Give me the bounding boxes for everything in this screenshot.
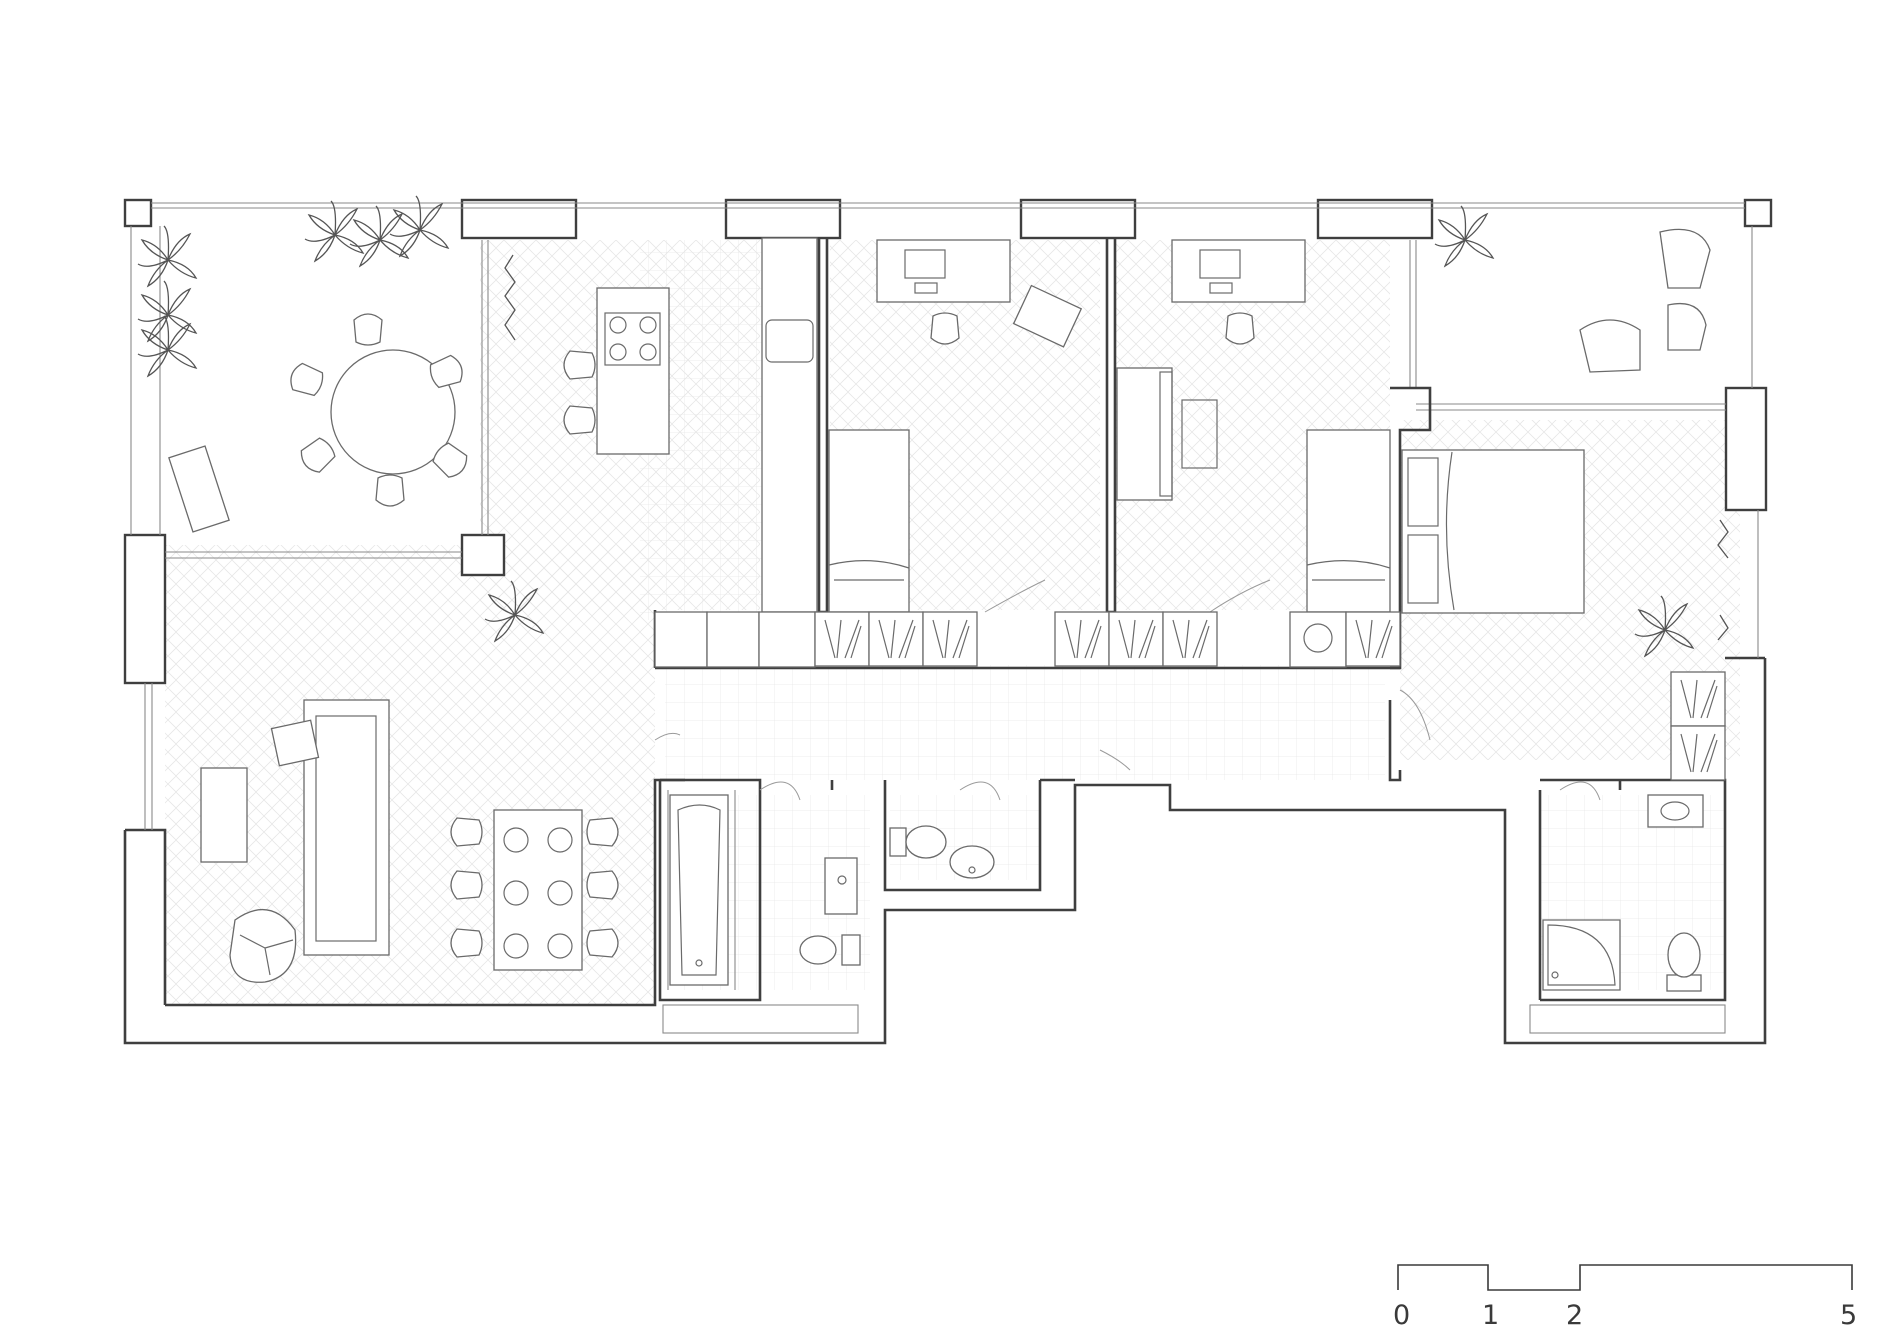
bedroom-2-furniture: [1054, 239, 1401, 668]
doors: [654, 579, 1601, 801]
kitchen-island: [504, 254, 670, 455]
exterior-walls: [123, 198, 1773, 1045]
balcony-dining-set: [168, 313, 472, 533]
scale-label-5: 5: [1840, 1300, 1857, 1331]
scale-bar: 0 1 2 5: [1393, 1264, 1857, 1331]
bathroom-fixtures: [669, 794, 861, 986]
scale-label-1: 1: [1482, 1300, 1499, 1331]
master-bedroom-furniture: [1401, 449, 1729, 781]
shower-room-fixtures: [1542, 794, 1704, 992]
scale-label-0: 0: [1393, 1300, 1410, 1331]
dining-table: [450, 809, 619, 971]
bedroom-1-furniture: [814, 239, 1083, 667]
toilet-fixtures: [889, 825, 995, 879]
living-room-furniture: [200, 699, 390, 983]
scale-label-2: 2: [1566, 1300, 1583, 1331]
balcony-lounge-chairs: [1579, 228, 1711, 373]
